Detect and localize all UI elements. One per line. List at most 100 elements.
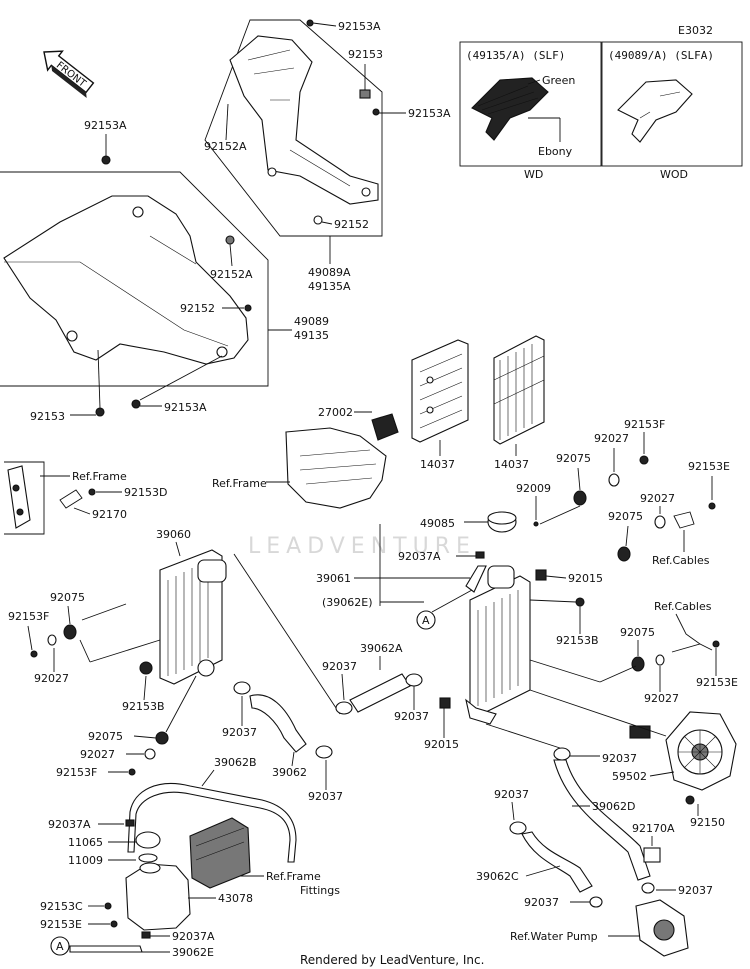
label-92152-upper: 92152 (334, 218, 369, 231)
label-92027-right-3: 92027 (644, 692, 679, 705)
label-ref-cables-2: Ref.Cables (654, 600, 712, 613)
label-27002: 27002 (318, 406, 353, 419)
label-92015-right: 92015 (568, 572, 603, 585)
label-92075-right-3: 92075 (620, 626, 655, 639)
label-92150: 92150 (690, 816, 725, 829)
label-92037-mid-2: 92037 (394, 710, 429, 723)
label-92153f-right: 92153F (624, 418, 665, 431)
right-radiator-group: 92153F 92027 92075 92009 92153E 92027 92… (316, 418, 738, 725)
left-lower-hose-group: 92037 39062 92037 (222, 681, 343, 803)
label-92153a-right: 92153A (408, 107, 451, 120)
label-92037a-left: 92037A (48, 818, 91, 831)
label-92037-right-4: 92037 (524, 896, 559, 909)
label-39062: 39062 (272, 766, 307, 779)
upper-shroud-group: 92153A 92153 92153A 92152A 92152 49089A … (204, 19, 451, 293)
left-radiator-group: 39060 92075 92153F 92027 92153B 92075 92… (8, 528, 341, 779)
label-92170a: 92170A (632, 822, 675, 835)
label-39062e-bottom: 39062E (172, 946, 214, 959)
variant-box-wd: (49135/A) (SLF) Green Ebony WD (459, 41, 602, 181)
reservoir-group: 39062B 92037A 11065 11009 Ref.Frame Fitt… (40, 756, 340, 959)
left-frame-inset: Ref.Frame 92153D 92170 (4, 461, 167, 535)
right-lower-hose-group: 92037 39062D 92037 39062C 92170A 92037 9… (476, 723, 713, 957)
label-92037-right-3: 92037 (678, 884, 713, 897)
label-92037a-left-2: 92037A (172, 930, 215, 943)
label-ref-frame-mid: Ref.Frame (212, 477, 267, 490)
label-49135: 49135 (294, 329, 329, 342)
label-49089a: 49089A (308, 266, 351, 279)
label-92152a-upper: 92152A (204, 140, 247, 153)
label-92153e-left: 92153E (40, 918, 82, 931)
label-59502: 59502 (612, 770, 647, 783)
label-92037-left-2: 92037 (308, 790, 343, 803)
label-92075-left-2: 92075 (88, 730, 123, 743)
variant-box-wod: (49089/A) (SLFA) WOD (601, 41, 743, 181)
label-92027-left: 92027 (34, 672, 69, 685)
label-92153d: 92153D (124, 486, 167, 499)
louver-group: 14037 14037 (411, 335, 545, 471)
front-arrow-icon: FRONT (43, 50, 95, 99)
variant-wd-color-ebony: Ebony (538, 145, 573, 158)
center-bracket-group: 27002 Ref.Frame (212, 406, 399, 509)
label-92037a-right: 92037A (398, 550, 441, 563)
label-ref-frame-fittings: Ref.Frame (266, 870, 321, 883)
variant-wd-caption: WD (524, 168, 543, 181)
footer-credit: Rendered by LeadVenture, Inc. (300, 953, 484, 967)
label-92153-bottom-left: 92153 (30, 410, 65, 423)
label-92153a-bottom: 92153A (164, 401, 207, 414)
mid-hose-group: 39062A 92037 92037 92015 (322, 642, 459, 751)
variant-wod-header: (49089/A) (SLFA) (608, 49, 714, 62)
label-92037-right-1: 92037 (602, 752, 637, 765)
watermark: LEADVENTURE (248, 534, 476, 559)
label-fittings: Fittings (300, 884, 340, 897)
label-92152a-mid: 92152A (210, 268, 253, 281)
label-92015-bottom: 92015 (424, 738, 459, 751)
label-39062d: 39062D (592, 800, 635, 813)
circle-a-right: A (422, 614, 430, 627)
label-14037-b: 14037 (494, 458, 529, 471)
label-92153-top: 92153 (348, 48, 383, 61)
label-92009: 92009 (516, 482, 551, 495)
left-shroud-group: 92153A 92152A 92152 49089 49135 92153 92… (0, 119, 329, 423)
label-ref-water-pump: Ref.Water Pump (510, 930, 598, 943)
label-92037-mid-1: 92037 (322, 660, 357, 673)
label-ref-cables-1: Ref.Cables (652, 554, 710, 567)
label-49089: 49089 (294, 315, 329, 328)
label-49085: 49085 (420, 517, 455, 530)
label-39062a: 39062A (360, 642, 403, 655)
label-92152-mid: 92152 (180, 302, 215, 315)
label-92153f-left: 92153F (8, 610, 49, 623)
label-92027-left-2: 92027 (80, 748, 115, 761)
label-92170: 92170 (92, 508, 127, 521)
label-92075-right-1: 92075 (556, 452, 591, 465)
label-92037-left: 92037 (222, 726, 257, 739)
label-92153f-left-2: 92153F (56, 766, 97, 779)
label-92075-left: 92075 (50, 591, 85, 604)
label-ref-frame-left: Ref.Frame (72, 470, 127, 483)
label-39061: 39061 (316, 572, 351, 585)
label-92153a-left: 92153A (84, 119, 127, 132)
label-92153a-top: 92153A (338, 20, 381, 33)
label-39062c: 39062C (476, 870, 519, 883)
label-39062b: 39062B (214, 756, 257, 769)
diagram-code: E3032 (678, 24, 713, 37)
label-14037-a: 14037 (420, 458, 455, 471)
circle-a-left: A (56, 940, 64, 953)
label-11065: 11065 (68, 836, 103, 849)
label-39060: 39060 (156, 528, 191, 541)
variant-wd-color-green: Green (542, 74, 575, 87)
label-92027-right-2: 92027 (640, 492, 675, 505)
label-92037-right-2: 92037 (494, 788, 529, 801)
label-43078: 43078 (218, 892, 253, 905)
label-92075-right-2: 92075 (608, 510, 643, 523)
fan-group: 59502 92150 (529, 689, 737, 829)
label-92153b-right: 92153B (556, 634, 599, 647)
label-92153e-right-2: 92153E (696, 676, 738, 689)
label-39062e-paren: (39062E) (322, 596, 373, 609)
label-92153e-right-1: 92153E (688, 460, 730, 473)
label-49135a: 49135A (308, 280, 351, 293)
variant-wd-header: (49135/A) (SLF) (466, 49, 565, 62)
label-92153c: 92153C (40, 900, 83, 913)
variant-wod-caption: WOD (660, 168, 688, 181)
label-92027-right-1: 92027 (594, 432, 629, 445)
